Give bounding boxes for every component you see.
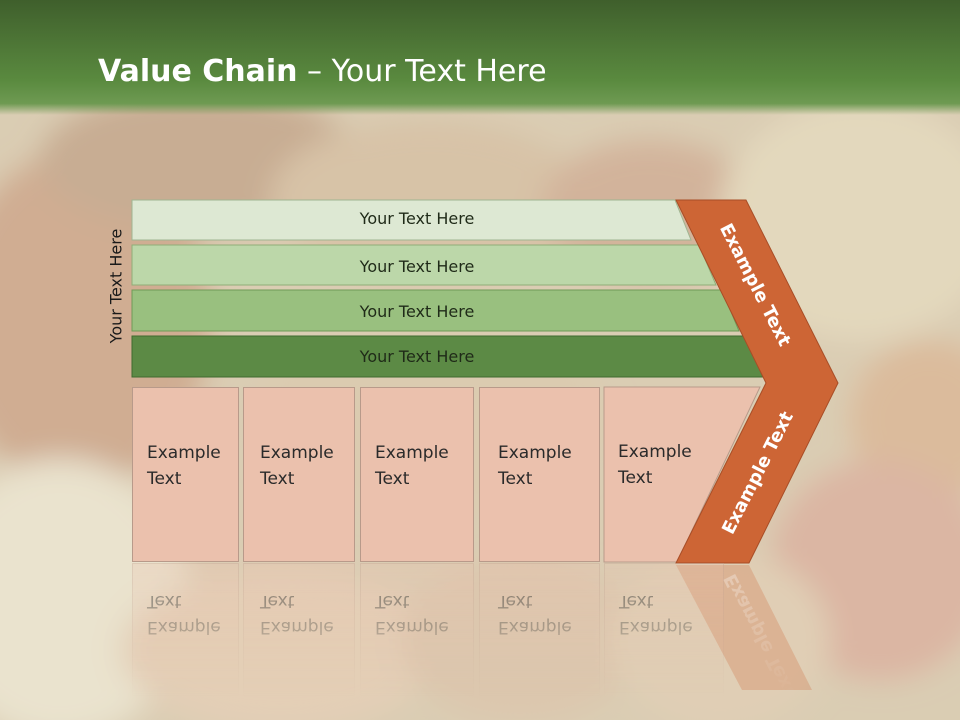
reflection-text-5: Example Text	[619, 588, 693, 640]
reflection-2-line-1: Example	[260, 617, 334, 637]
reflection-4-line-2: Text	[498, 591, 533, 611]
bar-label-3: Your Text Here	[359, 302, 475, 321]
chevron-reflection	[676, 565, 812, 690]
box-5-line-1: Example	[618, 442, 692, 462]
page-title: Value Chain – Your Text Here	[98, 54, 547, 89]
reflection-5-line-2: Text	[619, 591, 654, 611]
reflection-5-line-1: Example	[619, 617, 693, 637]
box-2-line-1: Example	[260, 443, 334, 463]
box-2-line-2: Text	[260, 469, 295, 489]
box-1-line-1: Example	[147, 443, 221, 463]
reflection-2-line-2: Text	[260, 591, 295, 611]
reflection-box-5: Example Text	[604, 563, 724, 720]
reflection-1-line-1: Example	[147, 617, 221, 637]
box-1-line-2: Text	[147, 469, 182, 489]
reflection-3-line-2: Text	[375, 591, 410, 611]
box-5-line-2: Text	[618, 468, 653, 488]
reflection-box-2: Example Text	[243, 563, 355, 720]
title-rest: – Your Text Here	[297, 54, 547, 89]
header-bar	[0, 0, 960, 115]
chevron-arrow	[675, 199, 839, 564]
bar-label-1: Your Text Here	[359, 209, 475, 228]
reflection-box-1: Example Text	[132, 563, 239, 720]
reflection-chevron-label: Example Text	[720, 570, 800, 700]
bar-2	[131, 244, 717, 286]
bar-label-2: Your Text Here	[359, 257, 475, 276]
reflection-3-line-1: Example	[375, 617, 449, 637]
reflection-box-3: Example Text	[360, 563, 474, 720]
box-3-line-2: Text	[375, 469, 410, 489]
reflection-1-line-2: Text	[147, 591, 182, 611]
reflection-box-4: Example Text	[479, 563, 600, 720]
box-4-line-2: Text	[498, 469, 533, 489]
box-4-line-1: Example	[498, 443, 572, 463]
box-3-line-1: Example	[375, 443, 449, 463]
reflection-area: Example Text Example Text Example Text Exam…	[0, 563, 960, 720]
bar-label-4: Your Text Here	[359, 347, 475, 366]
reflection-text-4: Example Text	[498, 588, 572, 640]
bar-1	[131, 199, 692, 241]
reflection-text-1: Example Text	[147, 588, 221, 640]
bar-3	[131, 289, 740, 332]
title-bold: Value Chain	[98, 54, 298, 89]
reflection-text-2: Example Text	[260, 588, 334, 640]
reflection-4-line-1: Example	[498, 617, 572, 637]
reflection-text-3: Example Text	[375, 588, 449, 640]
